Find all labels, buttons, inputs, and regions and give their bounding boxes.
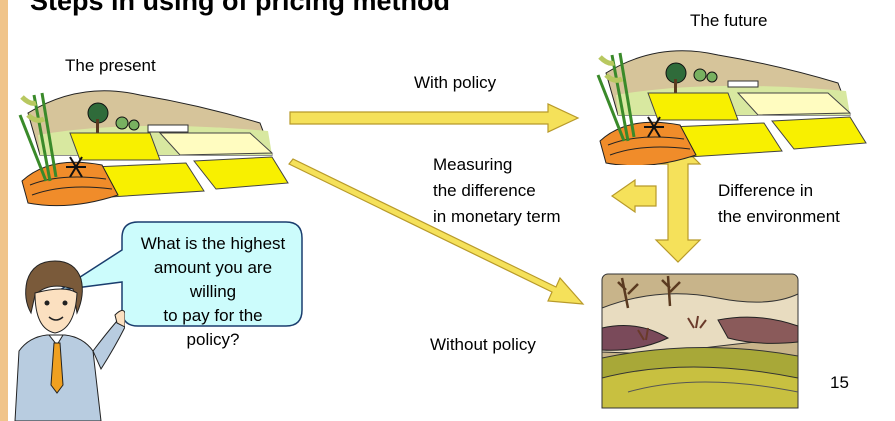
speech-bubble (59, 221, 303, 327)
measuring-label-line3: in monetary term (433, 207, 561, 226)
without-policy-label: Without policy (430, 335, 536, 354)
present-farm-illustration (18, 90, 289, 207)
with-policy-arrow (289, 103, 580, 133)
speech-line-1: What is the highest (140, 234, 286, 253)
measuring-arrow (610, 178, 657, 214)
difference-label-line1: Difference in (718, 181, 814, 200)
present-label: The present (65, 56, 156, 75)
speech-bubble-text: What is the highest amount you are willi… (138, 232, 288, 352)
measuring-label-line2: the difference (433, 181, 536, 200)
without-policy-arrow (288, 158, 585, 305)
speech-line-3: to pay for the policy? (163, 306, 263, 349)
future-label: The future (690, 11, 768, 30)
speech-line-2: amount you are willing (153, 258, 273, 301)
page-number: 15 (830, 373, 849, 392)
difference-double-arrow (654, 141, 702, 263)
side-stripe (0, 0, 8, 421)
presenter-illustration (14, 260, 125, 421)
difference-label-line2: the environment (718, 207, 840, 226)
degraded-land-illustration (601, 273, 799, 409)
with-policy-label: With policy (414, 73, 497, 92)
future-farm-illustration (596, 50, 867, 165)
measuring-label-line1: Measuring (433, 155, 513, 174)
slide-title: Steps in using of pricing method (30, 0, 451, 16)
